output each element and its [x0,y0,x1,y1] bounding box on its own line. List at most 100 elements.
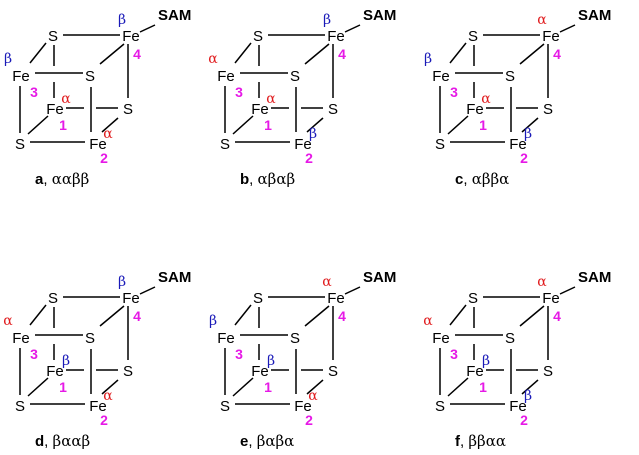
bond-line [447,115,469,135]
sulfur-atom-right: S [123,101,133,118]
iron-atom-2: Fe [89,136,107,153]
iron-atom-3: Fe [12,330,30,347]
site-number-1: 1 [264,117,272,133]
bond-line [139,286,156,295]
sulfur-atom-bottom-left: S [220,136,230,153]
panel-comma: , [463,171,471,188]
bond-line [306,379,324,395]
spin-label-fe1: β [482,353,490,369]
sulfur-atom-middle: S [290,68,300,85]
bond-line [304,43,330,65]
site-number-1: 1 [264,379,272,395]
bond-line [559,24,576,33]
site-number-3: 3 [450,346,458,362]
panel-letter: f [455,433,461,450]
panel-caption: f, ββαα [455,432,506,450]
panel-comma: , [44,433,52,450]
panel-caption: c, αββα [455,170,509,188]
site-number-3: 3 [30,84,38,100]
panel-letter: a [35,171,44,188]
spin-label-fe1: β [62,353,70,369]
bond-line [99,43,125,65]
panel-letter: d [35,433,44,450]
sulfur-atom-top-left: S [253,290,263,307]
iron-atom-4: Fe [542,28,560,45]
bond-line [306,117,324,133]
site-number-2: 2 [100,412,108,428]
spin-label-fe2: α [308,388,318,404]
iron-atom-1: Fe [466,101,484,118]
site-number-3: 3 [30,346,38,362]
iron-atom-2: Fe [509,136,527,153]
bond-line [234,304,252,326]
sulfur-atom-top-left: S [468,290,478,307]
panel-caption: e, βαβα [240,432,294,450]
spin-label-fe1: α [481,91,491,107]
bond-line [27,377,49,397]
spin-label-fe3: α [208,51,218,67]
spin-label-fe4: α [537,274,547,290]
iron-atom-2: Fe [509,398,527,415]
bond-line [232,377,254,397]
site-number-2: 2 [305,150,313,166]
spin-pattern: αβαβ [258,170,296,188]
sulfur-atom-middle: S [85,330,95,347]
panel-letter: e [240,433,248,450]
sulfur-atom-right: S [328,101,338,118]
iron-atom-1: Fe [251,363,269,380]
bond-line [519,43,545,65]
sulfur-atom-middle: S [290,330,300,347]
bond-line [139,24,156,33]
spin-label-fe2: β [524,126,532,142]
iron-atom-3: Fe [12,68,30,85]
sulfur-atom-top-left: S [468,28,478,45]
iron-atom-2: Fe [89,398,107,415]
panel-caption: b, αβαβ [240,170,295,188]
site-number-3: 3 [235,84,243,100]
site-number-4: 4 [553,46,561,62]
iron-atom-4: Fe [542,290,560,307]
iron-atom-3: Fe [432,330,450,347]
site-number-3: 3 [450,84,458,100]
bond-line [99,305,125,327]
spin-label-fe3: α [3,313,13,329]
bond-line [27,115,49,135]
iron-atom-2: Fe [294,136,312,153]
iron-atom-3: Fe [217,330,235,347]
iron-atom-3: Fe [432,68,450,85]
iron-atom-1: Fe [46,101,64,118]
site-number-2: 2 [520,150,528,166]
spin-label-fe2: β [309,126,317,142]
site-number-4: 4 [133,46,141,62]
sulfur-atom-right: S [328,363,338,380]
site-number-2: 2 [520,412,528,428]
bond-line [344,24,361,33]
spin-label-fe1: α [266,91,276,107]
spin-label-fe3: α [423,313,433,329]
panel-comma: , [248,433,256,450]
site-number-4: 4 [338,308,346,324]
sulfur-atom-bottom-left: S [435,398,445,415]
spin-label-fe4: β [118,12,126,28]
spin-label-fe3: β [209,313,217,329]
sulfur-atom-bottom-left: S [15,136,25,153]
bond-line [447,377,469,397]
spin-pattern: ααββ [52,170,90,188]
spin-label-fe3: β [424,51,432,67]
sam-ligand-label: SAM [363,269,396,286]
panel-comma: , [249,171,257,188]
iron-atom-4: Fe [327,290,345,307]
spin-label-fe2: α [103,126,113,142]
spin-pattern: βαβα [257,432,295,450]
sulfur-atom-right: S [543,363,553,380]
site-number-4: 4 [133,308,141,324]
site-number-1: 1 [59,117,67,133]
panel-comma: , [460,433,468,450]
panel-letter: b [240,171,249,188]
site-number-4: 4 [553,308,561,324]
spin-label-fe2: β [524,388,532,404]
